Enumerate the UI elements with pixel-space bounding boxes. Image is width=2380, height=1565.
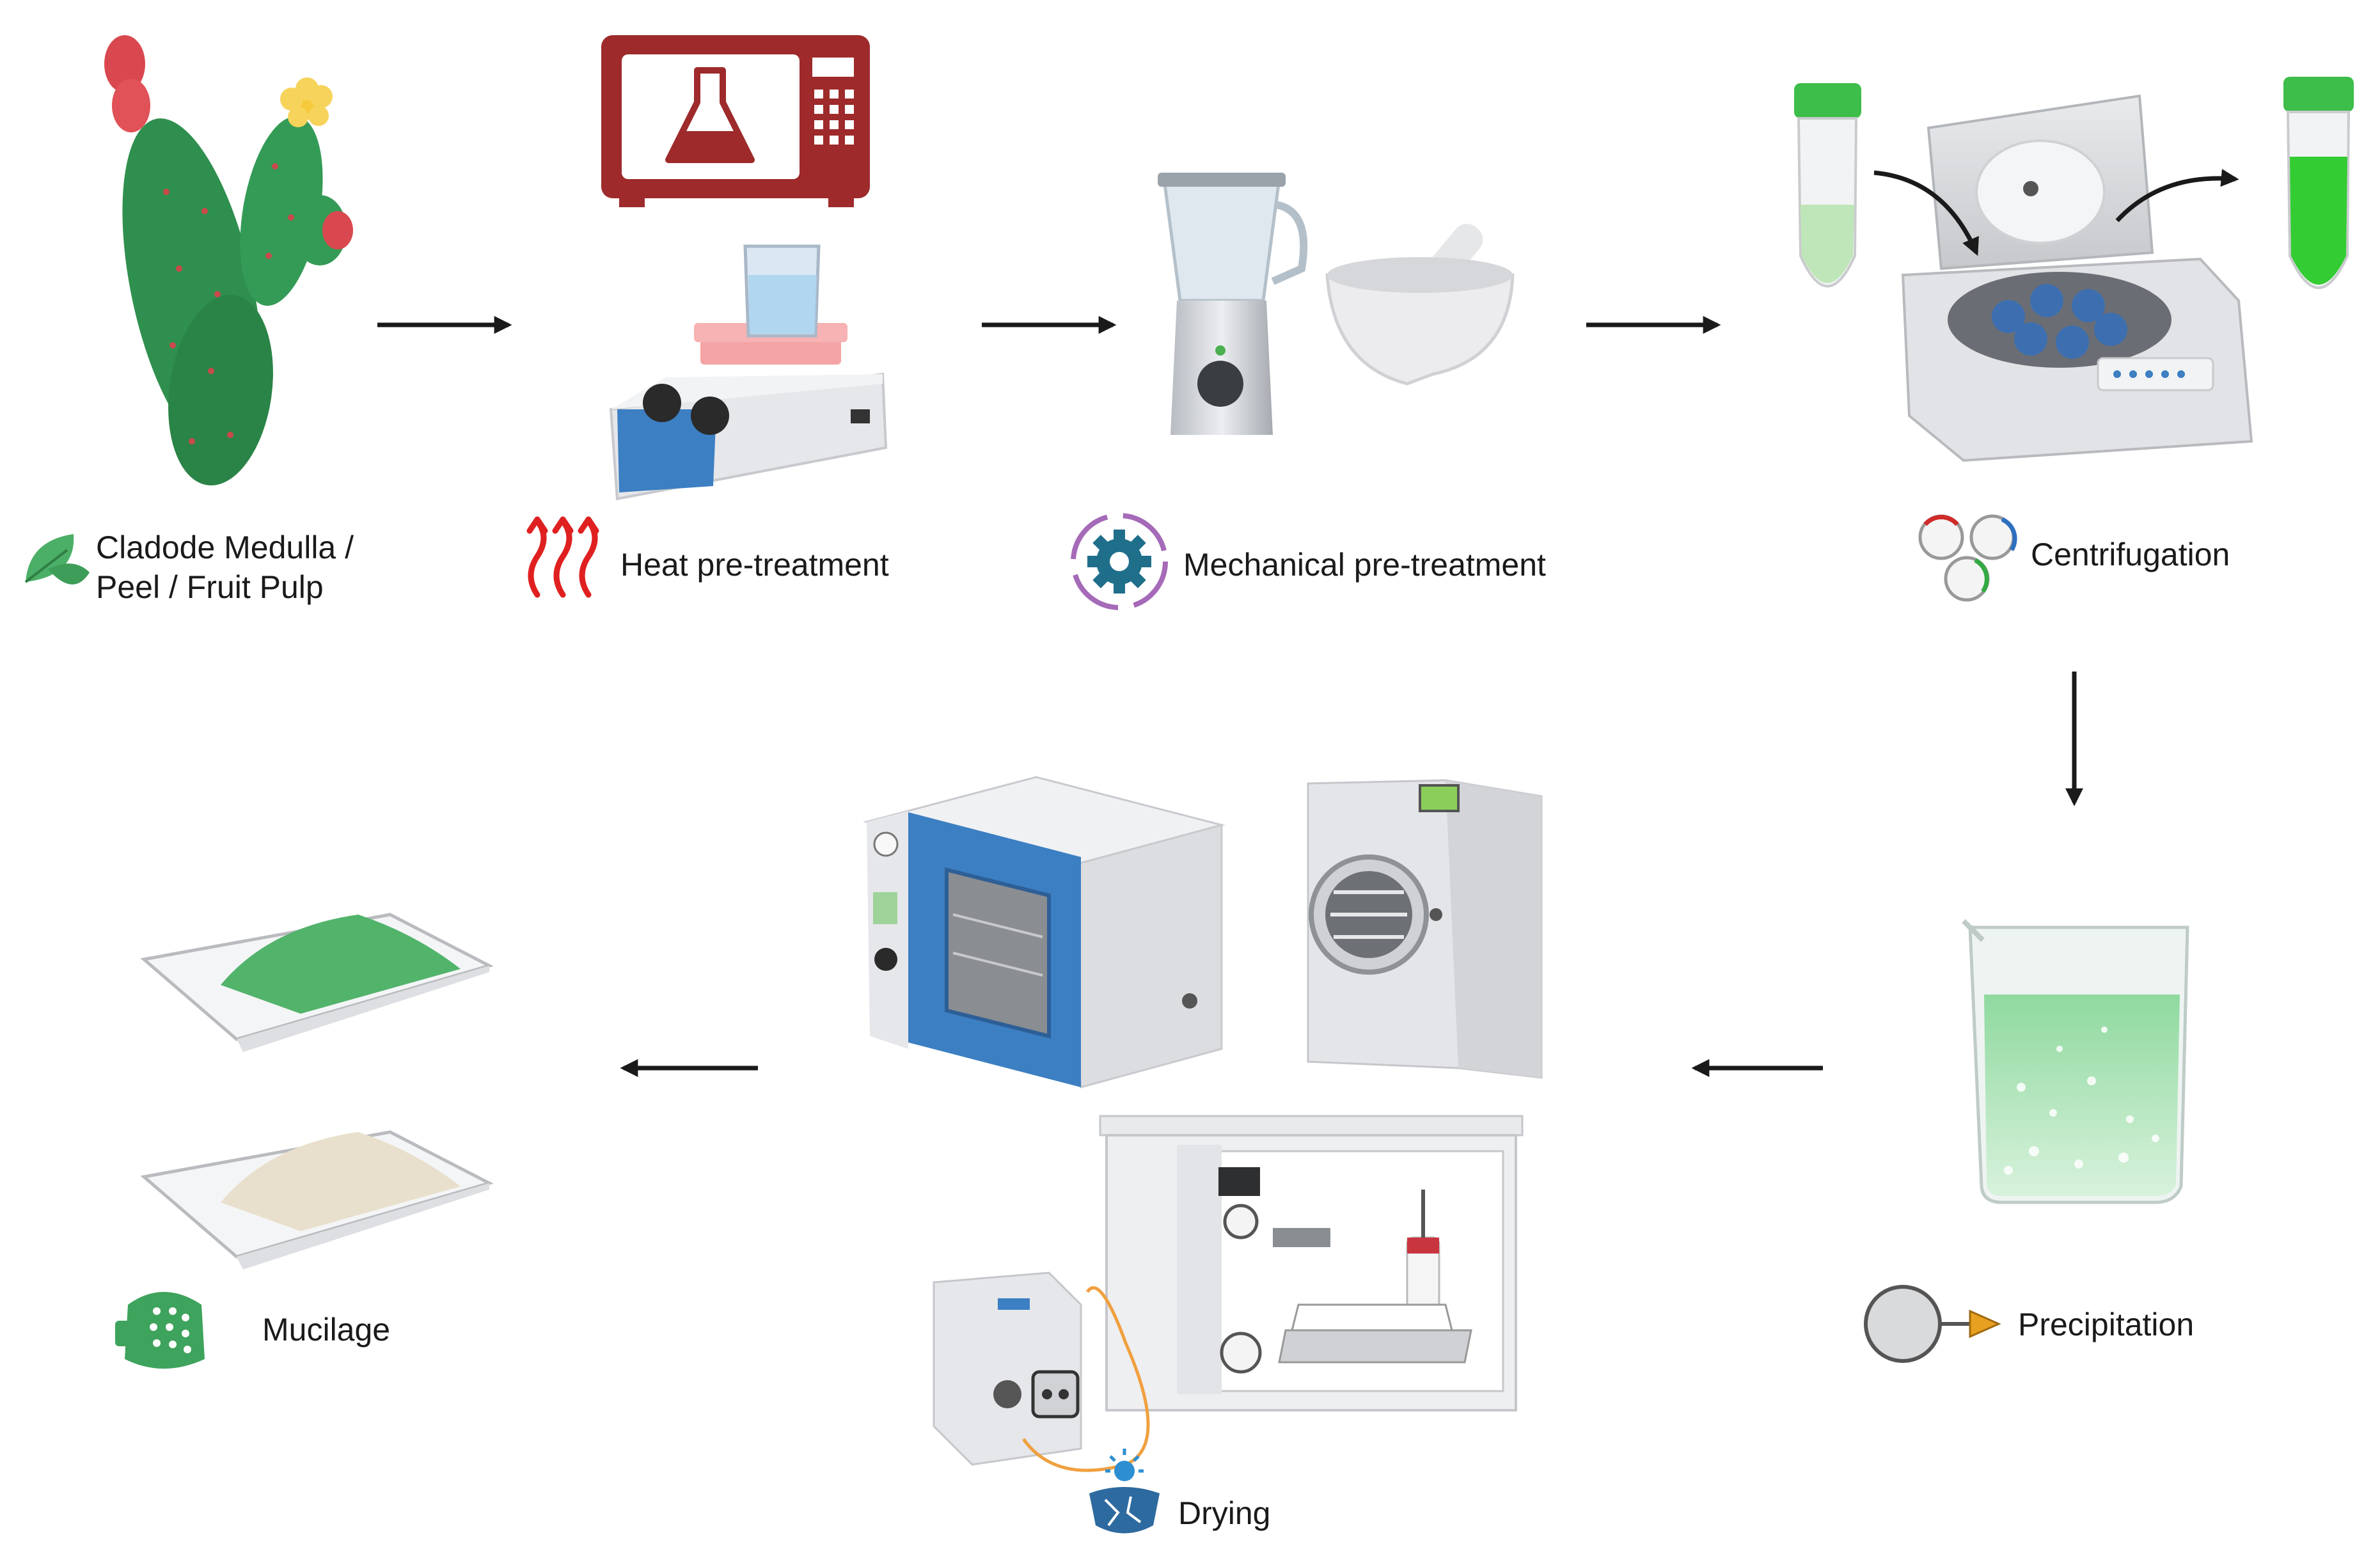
beaker-precipitation-illustration	[1962, 919, 2189, 1204]
centrifuge-cycle-icon	[1918, 514, 2017, 602]
mucilage-cell-icon	[115, 1292, 205, 1369]
hot-plate-illustration	[609, 244, 888, 501]
gear-cycle-icon	[1071, 513, 1168, 610]
cactus-flower	[280, 77, 333, 127]
heat-waves-icon	[526, 516, 599, 598]
precipitation-icon	[1864, 1285, 2001, 1363]
mechanical-pretreatment-label: Mechanical pre-treatment	[1183, 547, 1546, 583]
mucilage-label: Mucilage	[262, 1312, 391, 1348]
drying-oven-illustration	[863, 776, 1225, 1089]
blender-illustration	[1158, 173, 1308, 435]
leaf-icon	[24, 534, 90, 585]
cactus-illustration	[104, 35, 353, 485]
plate-green-mucilage	[140, 913, 494, 1052]
sun-dry-ground-icon	[1089, 1449, 1160, 1534]
tube-after-centrifugation	[2283, 77, 2354, 289]
spray-dryer-illustration	[933, 1115, 1524, 1472]
tube-before-centrifugation	[1794, 83, 1861, 288]
drying-label: Drying	[1178, 1495, 1271, 1531]
plate-white-mucilage	[140, 1130, 494, 1270]
source-label-line1: Cladode Medulla /	[96, 530, 354, 565]
centrifugation-label: Centrifugation	[2031, 537, 2230, 572]
precipitation-label: Precipitation	[2018, 1307, 2195, 1342]
centrifuge-illustration	[1794, 77, 2354, 462]
source-label-line2: Peel / Fruit Pulp	[96, 569, 324, 605]
flow-arrows	[377, 316, 2083, 1077]
heat-pretreatment-label: Heat pre-treatment	[620, 547, 889, 583]
freeze-dryer-illustration	[1307, 779, 1543, 1079]
mortar-pestle-illustration	[1325, 223, 1515, 386]
microwave-illustration	[601, 35, 870, 207]
source-label: Cladode Medulla / Peel / Fruit Pulp	[96, 528, 354, 607]
